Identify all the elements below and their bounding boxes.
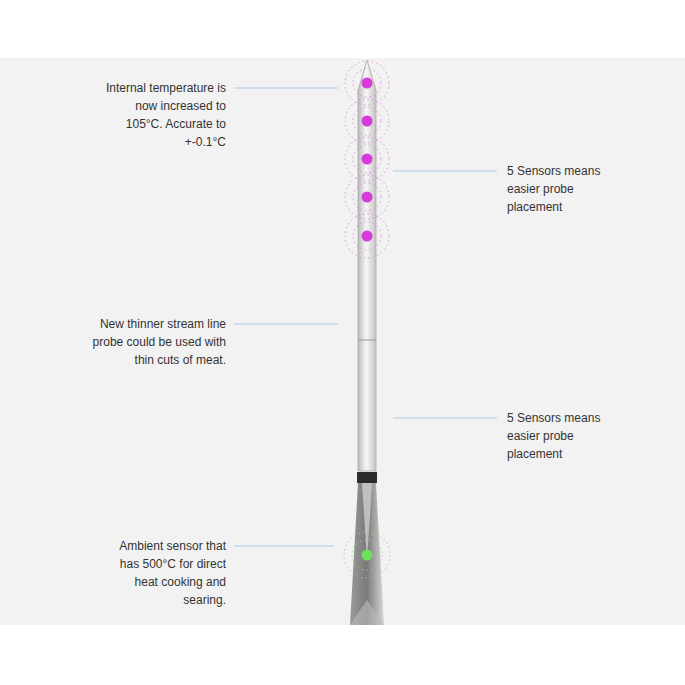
probe-handle: [350, 483, 384, 625]
internal-sensors: [345, 61, 389, 258]
probe-note: New thinner stream line probe could be u…: [86, 315, 226, 369]
handle-highlight: [362, 483, 372, 560]
shaft-joint: [358, 340, 376, 341]
sensor-note: 5 Sensors means easier probe placement: [507, 162, 612, 216]
background-panel: [0, 58, 685, 625]
temperature-note: Internal temperature is now increased to…: [98, 79, 226, 151]
black-band: [357, 472, 377, 483]
ambient-sensor: [344, 532, 390, 578]
ambient-note: Ambient sensor that has 500°C for direct…: [106, 537, 226, 609]
sensor-note: 5 Sensors means easier probe placement: [507, 409, 612, 463]
probe-shaft: [358, 60, 376, 471]
handle-shade: [350, 600, 384, 625]
